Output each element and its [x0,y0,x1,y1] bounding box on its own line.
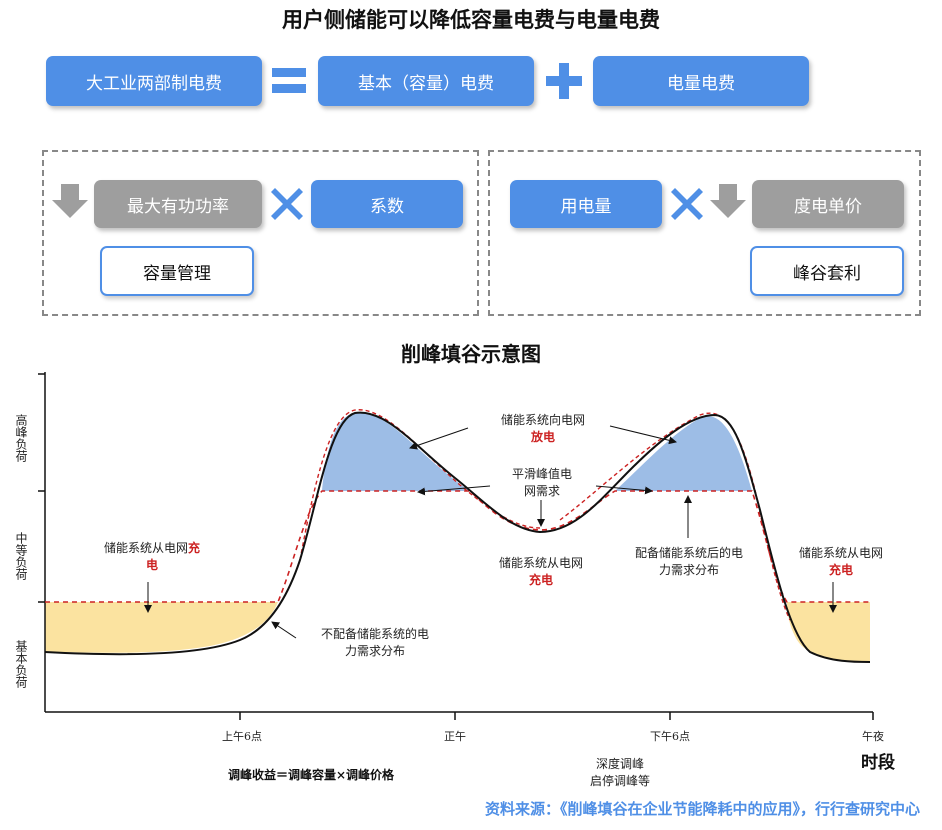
x-axis-title: 时段 [861,753,895,773]
diagram-title: 削峰填谷示意图 [401,342,541,366]
discharge-area-left [322,412,470,491]
y-label-base: 基本负荷 [14,640,28,688]
multiply-icon [271,188,303,220]
multiply-icon [671,188,703,220]
unit-price-box: 度电单价 [752,180,904,228]
source-note: 资料来源：《削峰填谷在企业节能降耗中的应用》，行行查研究中心 [484,800,920,818]
discharge-annotation: 储能系统向电网 放电 [500,413,585,444]
energy-panel [488,150,921,316]
x-tick-noon: 正午 [444,730,466,743]
max-power-box: 最大有功功率 [94,180,262,228]
down-arrow-icon [52,184,88,220]
with-storage-annotation: 配备储能系统后的电 力需求分布 [634,546,743,577]
smooth-annotation: 平滑峰值电 网需求 [511,467,572,498]
discharge-area-right [615,416,752,491]
charge-area-right [787,602,870,662]
revenue-formula: 调峰收益＝调峰容量×调峰价格 [228,768,395,782]
energy-fee-box: 电量电费 [593,56,809,106]
page-title: 用户侧储能可以降低容量电费与电量电费 [282,8,660,32]
y-label-medium: 中等负荷 [14,532,28,580]
peak-valley-arbitrage-box: 峰谷套利 [750,246,904,296]
peak-shaving-diagram [38,372,874,720]
capacity-fee-box: 基本（容量）电费 [318,56,534,106]
consumption-box: 用电量 [510,180,662,228]
capacity-panel [42,150,479,316]
down-arrow-icon [710,184,746,220]
equals-icon [272,66,306,96]
plus-icon [546,63,582,99]
x-tick-6pm: 下午6点 [650,730,690,743]
coefficient-box: 系数 [311,180,463,228]
total-fee-box: 大工业两部制电费 [46,56,262,106]
charge-left-annotation: 储能系统从电网充 电 [103,541,201,572]
no-storage-annotation: 不配备储能系统的电 力需求分布 [320,627,429,658]
y-label-peak: 高峰负荷 [14,414,28,462]
charge-mid-annotation: 储能系统从电网 充电 [498,556,583,587]
demand-curve [44,411,871,663]
depth-note: 深度调峰 启停调峰等 [589,757,650,788]
charge-area-left [45,602,278,653]
charge-right-annotation: 储能系统从电网 充电 [798,546,883,577]
capacity-management-box: 容量管理 [100,246,254,296]
x-tick-midnight: 午夜 [862,730,884,743]
x-tick-6am: 上午6点 [222,730,262,743]
